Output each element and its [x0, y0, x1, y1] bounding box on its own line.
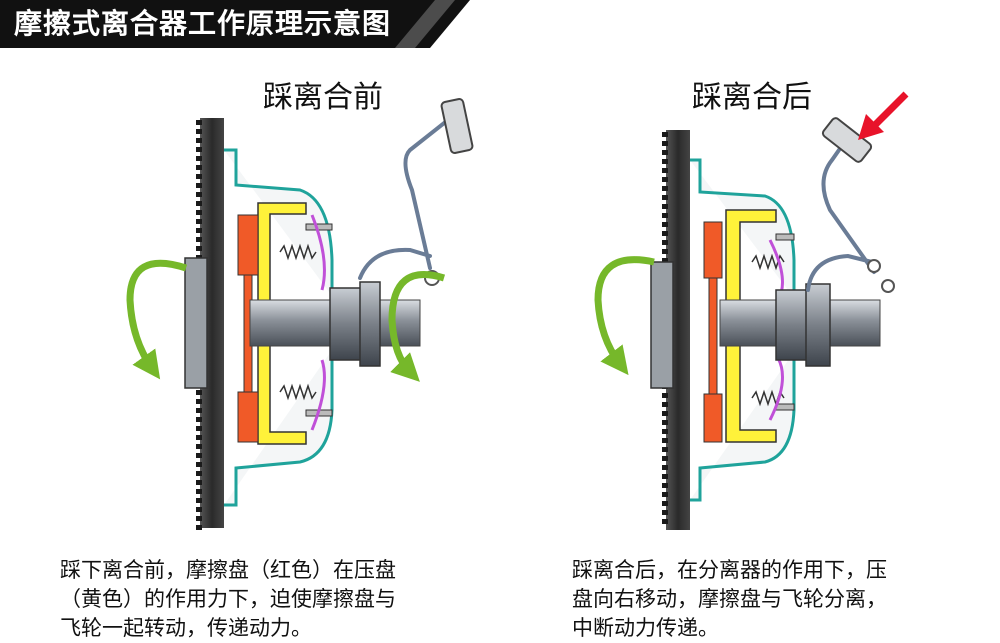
rotation-arrow-flywheel: [126, 259, 188, 380]
caption-line: 踩下离合前，摩擦盘（红色）在压盘: [60, 558, 396, 582]
flywheel-tooth: [196, 228, 202, 233]
flywheel-tooth: [662, 411, 668, 416]
flywheel-tooth: [662, 501, 668, 506]
flywheel-tooth: [662, 258, 668, 263]
flywheel-tooth: [662, 465, 668, 470]
flywheel-tooth: [662, 240, 668, 245]
panel-after: [594, 91, 909, 530]
flywheel-tooth: [196, 120, 202, 125]
flywheel-tooth: [196, 507, 202, 512]
caption-after: 踩离合后，在分离器的作用下，压 盘向右移动，摩擦盘与飞轮分离， 中断动力传递。: [572, 556, 992, 643]
rotation-arrow-flywheel: [594, 256, 655, 376]
flywheel-tooth: [662, 195, 668, 200]
pressure-plate: [725, 209, 777, 443]
flywheel-tooth: [662, 141, 668, 146]
flywheel-tooth: [196, 246, 202, 251]
flywheel-tooth: [196, 174, 202, 179]
flywheel-tooth: [662, 393, 668, 398]
flywheel-tooth: [662, 132, 668, 137]
flywheel-tooth: [196, 165, 202, 170]
header-bar: 摩擦式离合器工作原理示意图: [0, 0, 470, 48]
flywheel-tooth: [662, 402, 668, 407]
coil-spring-upper: [279, 243, 317, 261]
flywheel-tooth: [662, 492, 668, 497]
flywheel: [650, 130, 690, 530]
flywheel-tooth: [196, 480, 202, 485]
flywheel-tooth: [196, 462, 202, 467]
flywheel-tooth: [662, 204, 668, 209]
clutch-cover: [690, 158, 796, 502]
flywheel-tooth: [196, 183, 202, 188]
flywheel-tooth: [196, 237, 202, 242]
caption-line: （黄色）的作用力下，迫使摩擦盘与: [60, 587, 396, 611]
panel-title-before: 踩离合前: [263, 80, 383, 115]
pedal-pivot: [867, 259, 881, 273]
flywheel-tooth: [196, 516, 202, 521]
pedal-linkage: [358, 118, 450, 280]
header-background: [0, 0, 470, 48]
press-force-arrow: [858, 91, 909, 140]
flywheel-tooth: [196, 156, 202, 161]
panel-title-after: 踩离合后: [692, 80, 812, 115]
flywheel-tooth: [662, 519, 668, 524]
flywheel-tooth: [196, 129, 202, 134]
flywheel: [184, 118, 224, 530]
flywheel-tooth: [662, 150, 668, 155]
flywheel-tooth: [662, 438, 668, 443]
flywheel-tooth: [196, 435, 202, 440]
flywheel-tooth: [662, 159, 668, 164]
flywheel-tooth: [662, 177, 668, 182]
flywheel-tooth: [196, 210, 202, 215]
flywheel-tooth: [196, 453, 202, 458]
caption-line: 中断动力传递。: [572, 616, 719, 640]
flywheel-tooth: [196, 147, 202, 152]
flywheel-tooth: [662, 420, 668, 425]
flywheel-tooth: [196, 408, 202, 413]
flywheel-tooth: [662, 456, 668, 461]
caption-line: 飞轮一起转动，传递动力。: [60, 616, 312, 640]
flywheel-tooth: [662, 483, 668, 488]
flywheel-tooth: [196, 201, 202, 206]
flywheel-tooth: [196, 489, 202, 494]
flywheel-tooth: [196, 426, 202, 431]
caption-line: 盘向右移动，摩擦盘与飞轮分离，: [572, 587, 887, 611]
flywheel-tooth: [662, 447, 668, 452]
page-title: 摩擦式离合器工作原理示意图: [14, 7, 392, 40]
clutch-pedal: [440, 98, 474, 154]
flywheel-tooth: [196, 192, 202, 197]
flywheel-tooth: [662, 222, 668, 227]
flywheel-tooth: [196, 219, 202, 224]
flywheel-tooth: [196, 444, 202, 449]
clutch-pedal: [821, 117, 873, 163]
caption-line: 踩离合后，在分离器的作用下，压: [572, 558, 887, 582]
pedal-linkage: [806, 138, 876, 292]
caption-before: 踩下离合前，摩擦盘（红色）在压盘 （黄色）的作用力下，迫使摩擦盘与 飞轮一起转动…: [60, 556, 480, 643]
flywheel-tooth: [196, 138, 202, 143]
diaphragm-spring: [310, 214, 326, 431]
flywheel-tooth: [196, 417, 202, 422]
flywheel-tooth: [662, 429, 668, 434]
rotation-arrow-shaft: [388, 271, 446, 382]
flywheel-tooth: [662, 249, 668, 254]
flywheel-tooth: [662, 231, 668, 236]
friction-disc: [703, 221, 723, 443]
flywheel-tooth: [662, 474, 668, 479]
flywheel-tooth: [662, 213, 668, 218]
friction-disc: [237, 214, 259, 443]
panel-before: [126, 98, 474, 530]
flywheel-tooth: [662, 168, 668, 173]
pressure-plate: [257, 202, 307, 445]
flywheel-tooth: [196, 525, 202, 530]
flywheel-tooth: [196, 399, 202, 404]
flywheel-tooth: [662, 510, 668, 515]
flywheel-tooth: [196, 390, 202, 395]
flywheel-tooth: [662, 186, 668, 191]
coil-spring-lower: [279, 383, 317, 401]
flywheel-tooth: [196, 498, 202, 503]
flywheel-tooth: [196, 471, 202, 476]
